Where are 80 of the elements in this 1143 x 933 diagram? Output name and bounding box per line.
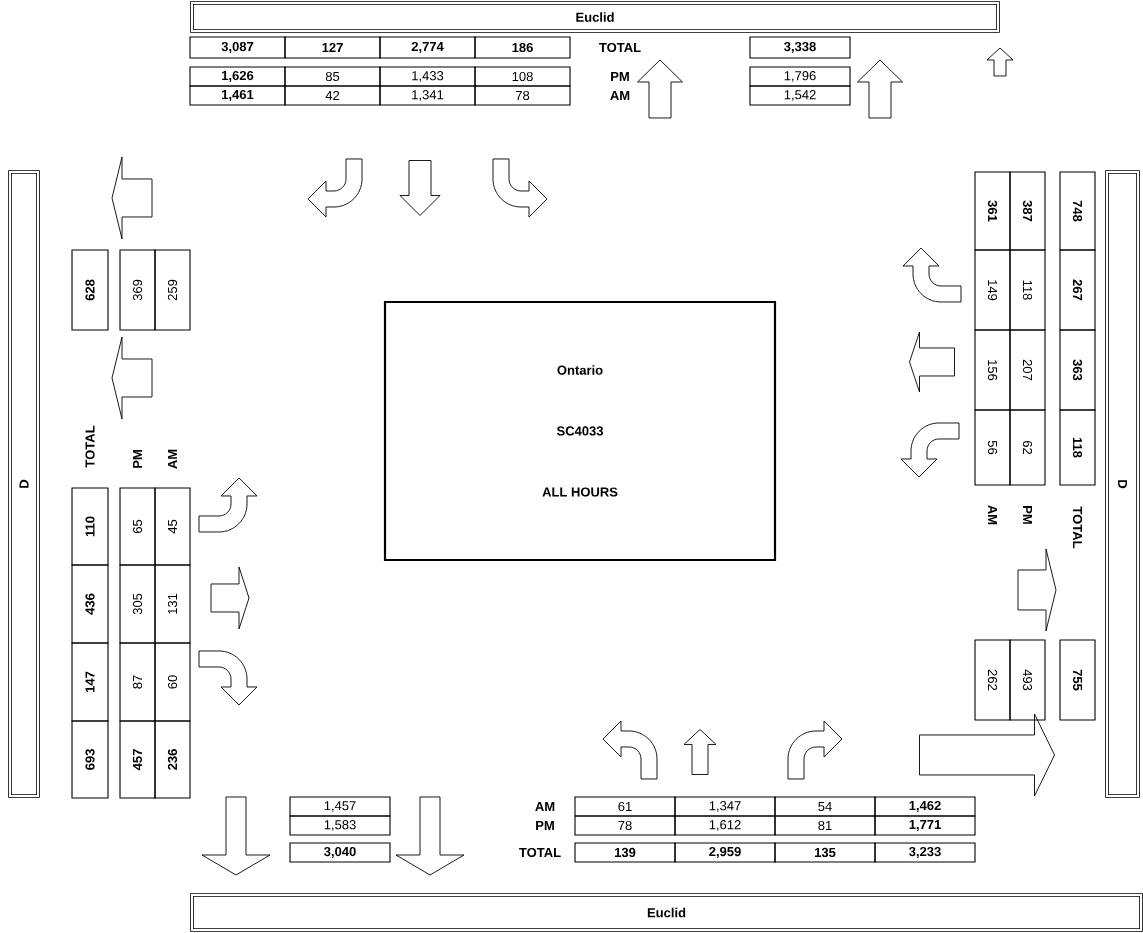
location-box xyxy=(383,300,777,562)
table-cell: 118 xyxy=(1009,249,1046,331)
table-cell: 693 xyxy=(71,720,109,799)
location-text: Ontario xyxy=(557,365,603,375)
table-cell: 85 xyxy=(284,66,381,87)
column-label: TOTAL xyxy=(85,425,95,468)
column-label: AM xyxy=(988,505,997,525)
street-band: Euclid xyxy=(190,893,1143,932)
table-cell: 259 xyxy=(154,249,191,331)
table-cell: 60 xyxy=(154,642,191,722)
row-label: TOTAL xyxy=(599,42,641,53)
table-cell: 54 xyxy=(774,796,876,817)
table-cell: 3,233 xyxy=(874,842,976,863)
column-label: PM xyxy=(133,450,142,468)
table-cell: 87 xyxy=(119,642,156,722)
table-cell: 2,774 xyxy=(379,36,476,59)
column-label: PM xyxy=(1023,506,1032,524)
table-cell: 361 xyxy=(974,171,1011,251)
row-label: PM xyxy=(611,72,629,81)
table-cell: 1,341 xyxy=(379,85,476,106)
street-band: Euclid xyxy=(190,1,1000,33)
row-label: AM xyxy=(610,91,630,100)
table-cell: 1,796 xyxy=(749,66,851,87)
table-cell: 156 xyxy=(974,329,1011,411)
table-cell: 62 xyxy=(1009,409,1046,486)
table-cell: 3,040 xyxy=(289,842,391,863)
table-cell: 110 xyxy=(71,487,109,566)
table-cell: 1,771 xyxy=(874,815,976,836)
table-cell: 147 xyxy=(71,642,109,722)
table-cell: 1,612 xyxy=(674,815,776,836)
table-cell: 305 xyxy=(119,564,156,644)
row-label: AM xyxy=(535,802,555,811)
table-cell: 262 xyxy=(974,639,1011,721)
row-label: TOTAL xyxy=(519,847,561,858)
table-cell: 78 xyxy=(574,815,676,836)
table-cell: 127 xyxy=(284,36,381,59)
table-cell: 2,959 xyxy=(674,842,776,863)
table-cell: 1,433 xyxy=(379,66,476,87)
table-cell: 42 xyxy=(284,85,381,106)
table-cell: 149 xyxy=(974,249,1011,331)
table-cell: 45 xyxy=(154,487,191,566)
table-cell: 363 xyxy=(1059,329,1096,411)
table-cell: 457 xyxy=(119,720,156,799)
table-cell: 1,626 xyxy=(189,66,286,87)
table-cell: 78 xyxy=(474,85,571,106)
table-cell: 436 xyxy=(71,564,109,644)
table-cell: 1,457 xyxy=(289,796,391,817)
table-cell: 493 xyxy=(1009,639,1046,721)
table-cell: 1,347 xyxy=(674,796,776,817)
table-cell: 1,583 xyxy=(289,815,391,836)
table-cell: 139 xyxy=(574,842,676,863)
table-cell: 3,338 xyxy=(749,36,851,59)
table-cell: 1,461 xyxy=(189,85,286,106)
location-text: SC4033 xyxy=(556,426,603,436)
table-cell: 61 xyxy=(574,796,676,817)
table-cell: 3,087 xyxy=(189,36,286,59)
table-cell: 135 xyxy=(774,842,876,863)
column-label: TOTAL xyxy=(1072,506,1083,549)
table-cell: 369 xyxy=(119,249,156,331)
table-cell: 236 xyxy=(154,720,191,799)
table-cell: 628 xyxy=(71,249,109,331)
column-label: AM xyxy=(168,449,177,469)
table-cell: 1,542 xyxy=(749,85,851,106)
table-cell: 267 xyxy=(1059,249,1096,331)
table-cell: 748 xyxy=(1059,171,1096,251)
table-cell: 131 xyxy=(154,564,191,644)
location-text: ALL HOURS xyxy=(542,487,618,497)
table-cell: 81 xyxy=(774,815,876,836)
table-cell: 207 xyxy=(1009,329,1046,411)
street-band: D xyxy=(8,170,40,798)
table-cell: 755 xyxy=(1059,639,1096,721)
street-band: D xyxy=(1105,170,1140,798)
table-cell: 387 xyxy=(1009,171,1046,251)
table-cell: 65 xyxy=(119,487,156,566)
table-cell: 118 xyxy=(1059,409,1096,486)
table-cell: 108 xyxy=(474,66,571,87)
row-label: PM xyxy=(536,821,554,830)
table-cell: 1,462 xyxy=(874,796,976,817)
table-cell: 186 xyxy=(474,36,571,59)
table-cell: 56 xyxy=(974,409,1011,486)
